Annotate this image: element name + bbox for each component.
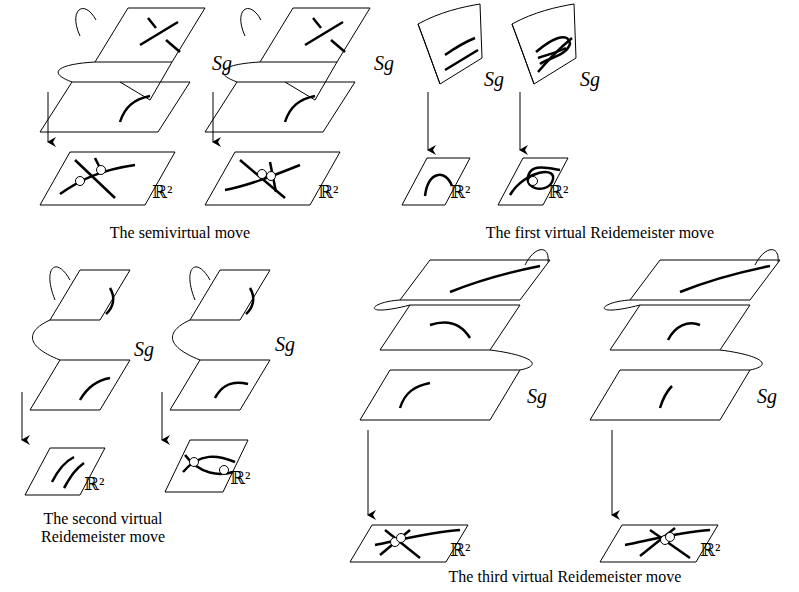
caption-text: The first virtual Reidemeister move [486, 224, 714, 242]
surface-figure [22, 267, 130, 495]
surface-label: Sg [527, 385, 547, 408]
surface-label: Sg [134, 338, 154, 361]
plane-label: ℝ² [700, 540, 720, 561]
plane-label: ℝ² [318, 182, 338, 203]
surface-figure [162, 267, 270, 492]
surface-figure [590, 250, 780, 562]
surface-label: Sg [484, 68, 504, 91]
caption-text: The semivirtual move [110, 224, 250, 242]
surface-figure [350, 250, 550, 562]
surface-label: Sg [757, 385, 777, 408]
plane-label: ℝ² [450, 182, 470, 203]
surface-label: Sg [212, 52, 232, 75]
surface-figure [402, 4, 482, 205]
plane-label: ℝ² [548, 182, 568, 203]
caption-text: The second virtual Reidemeister move [18, 510, 188, 547]
surface-figure [498, 4, 576, 205]
surface-label: Sg [374, 52, 394, 75]
caption-text: The third virtual Reidemeister move [449, 568, 682, 586]
surface-label: Sg [275, 333, 295, 356]
surface-figure [205, 8, 370, 205]
surface-figure [40, 8, 205, 205]
plane-label: ℝ² [152, 182, 172, 203]
plane-label: ℝ² [450, 540, 470, 561]
surface-label: Sg [580, 68, 600, 91]
plane-label: ℝ² [84, 474, 104, 495]
plane-label: ℝ² [230, 468, 250, 489]
